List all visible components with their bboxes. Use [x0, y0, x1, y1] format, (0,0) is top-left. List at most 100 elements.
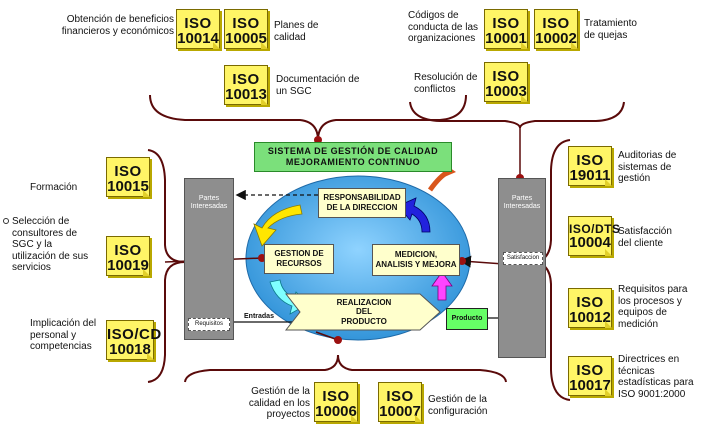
note-10002-l1: ISO	[542, 15, 570, 32]
left-pillar-line2: Interesadas	[190, 202, 228, 210]
requisitos-tag: Requisitos	[188, 318, 230, 331]
note-iso-10013: ISO 10013	[224, 65, 268, 105]
label-requisitos-l1: Requisitos para	[618, 284, 688, 295]
note-10013-l2: 10013	[225, 86, 267, 104]
title-line1: SISTEMA DE GESTIÓN DE CALIDAD	[267, 146, 439, 157]
title-line2: MEJORAMIENTO CONTINUO	[285, 157, 421, 167]
label-satisfaccion-l2: del cliente	[618, 237, 664, 249]
note-iso-dts-10004: ISO/DTS 10004	[568, 216, 621, 256]
medicion-box: MEDICION, ANALISIS Y MEJORA	[372, 244, 460, 276]
label-conflictos: Resolución de conflictos	[414, 72, 484, 95]
label-beneficios-l2: financieros y económicos	[61, 25, 174, 37]
arrow-yellow-left	[253, 204, 303, 247]
note-10003-l1: ISO	[492, 68, 520, 85]
label-consultores-l2: consultores de	[12, 227, 78, 239]
note-10006-l1: ISO	[322, 388, 350, 405]
node-bottom	[334, 336, 342, 344]
note-10014-l1: ISO	[184, 15, 212, 32]
brace-top-right-visible	[409, 101, 625, 129]
gestion-line1: GESTION DE	[274, 249, 324, 259]
label-configuracion-l2: configuración	[428, 405, 488, 417]
note-iso-10007: ISO 10007	[378, 382, 422, 422]
realizacion-line1: REALIZACION	[336, 297, 392, 307]
label-satisfaccion: Satisfacción del cliente	[618, 226, 708, 249]
note-iso-10002: ISO 10002	[534, 9, 578, 49]
label-conflictos-l1: Resolución de	[414, 72, 478, 83]
label-codigos-l2: conducta de las	[408, 21, 479, 33]
note-10002-l2: 10002	[535, 30, 577, 48]
note-10012-l2: 10012	[569, 309, 611, 327]
realizacion-line3: PRODUCTO	[341, 316, 387, 326]
responsabilidad-line1: RESPONSABILIDAD	[323, 193, 401, 203]
note-10003-l2: 10003	[485, 83, 527, 101]
note-19011-l2: 19011	[569, 167, 611, 185]
note-10006-l2: 10006	[315, 403, 357, 421]
label-auditorias-l3: gestión	[618, 173, 651, 184]
label-beneficios-l1: Obtención de beneficios	[66, 14, 174, 25]
label-documentacion-l1: Documentación de	[276, 74, 360, 85]
label-proyectos-l1: Gestión de la	[251, 386, 310, 397]
note-iso-10017: ISO 10017	[568, 356, 612, 396]
note-10004-l2: 10004	[569, 234, 611, 252]
note-10015-l2: 10015	[107, 178, 149, 196]
label-auditorias-l2: sistemas de	[618, 161, 672, 173]
label-requisitos-l4: medición	[618, 318, 659, 330]
note-10007-l1: ISO	[386, 388, 414, 405]
left-pillar: Partes Interesadas	[184, 178, 234, 340]
gestion-line2: RECURSOS	[276, 259, 322, 268]
note-iso-10015: ISO 10015	[106, 157, 150, 197]
left-pillar-label: Partes Interesadas	[185, 195, 233, 210]
note-10017-l1: ISO	[576, 362, 604, 379]
note-10017-l2: 10017	[569, 377, 611, 395]
realizacion-label: REALIZACION DEL PRODUCTO	[318, 296, 410, 328]
note-10001-l1: ISO	[492, 15, 520, 32]
note-10005-l1: ISO	[232, 15, 260, 32]
responsabilidad-line2: DE LA DIRECCION	[326, 203, 398, 212]
note-10004-l1: ISO/DTS	[569, 222, 621, 236]
label-consultores-l5: servicios	[12, 262, 51, 273]
realizacion-line2: DEL	[356, 307, 372, 317]
medicion-line2: ANALISIS Y MEJORA	[375, 260, 457, 269]
label-beneficios: Obtención de beneficios financieros y ec…	[60, 14, 174, 37]
brace-left	[147, 149, 186, 383]
note-10001-l2: 10001	[485, 30, 527, 48]
label-consultores-l1: Selección de	[12, 216, 70, 227]
label-planes-l1: Planes de	[274, 20, 319, 31]
responsabilidad-box: RESPONSABILIDAD DE LA DIRECCION	[318, 188, 406, 218]
note-iso-10005: ISO 10005	[224, 9, 268, 49]
label-documentacion-l2: un SGC	[276, 85, 312, 97]
note-10005-l2: 10005	[225, 30, 267, 48]
note-10015-l1: ISO	[114, 163, 142, 180]
label-proyectos-l3: proyectos	[266, 409, 310, 420]
note-iso-10012: ISO 10012	[568, 288, 612, 328]
note-10019-l1: ISO	[114, 242, 142, 259]
medicion-line1: MEDICION,	[394, 250, 438, 260]
right-pillar-line2: Interesadas	[503, 202, 541, 210]
entradas-label: Entradas	[244, 312, 274, 320]
label-quejas-l1: Tratamiento	[584, 18, 637, 29]
label-codigos-l3: organizaciones	[408, 33, 476, 44]
label-requisitos-l3: equipos de	[618, 307, 667, 318]
note-iso-10003: ISO 10003	[484, 62, 528, 102]
label-directrices-l3: estadísticas para	[618, 377, 694, 388]
right-pillar-line1: Partes	[511, 195, 533, 202]
satisfaccion-tag: Satisfaccion	[503, 252, 543, 265]
right-pillar-label: Partes Interesadas	[499, 195, 545, 210]
producto-box: Producto	[446, 308, 488, 330]
label-implicacion-l3: competencias	[30, 341, 92, 352]
label-formacion: Formación	[30, 182, 78, 193]
note-iso-10006: ISO 10006	[314, 382, 358, 422]
left-pillar-line1: Partes	[198, 195, 220, 202]
label-planes-l2: calidad	[274, 31, 306, 43]
note-10007-l2: 10007	[379, 403, 421, 421]
label-proyectos: Gestión de la calidad en los proyectos	[236, 386, 310, 421]
label-proyectos-l2: calidad en los	[248, 397, 310, 409]
note-19011-l1: ISO	[576, 152, 604, 169]
node-right	[458, 257, 466, 265]
label-codigos: Códigos de conducta de las organizacione…	[408, 10, 482, 45]
note-iso-10019: ISO 10019	[106, 236, 150, 276]
note-10018-l2: 10018	[109, 341, 151, 359]
label-conflictos-l2: conflictos	[414, 83, 456, 95]
gestion-recursos-box: GESTION DE RECURSOS	[264, 244, 334, 274]
